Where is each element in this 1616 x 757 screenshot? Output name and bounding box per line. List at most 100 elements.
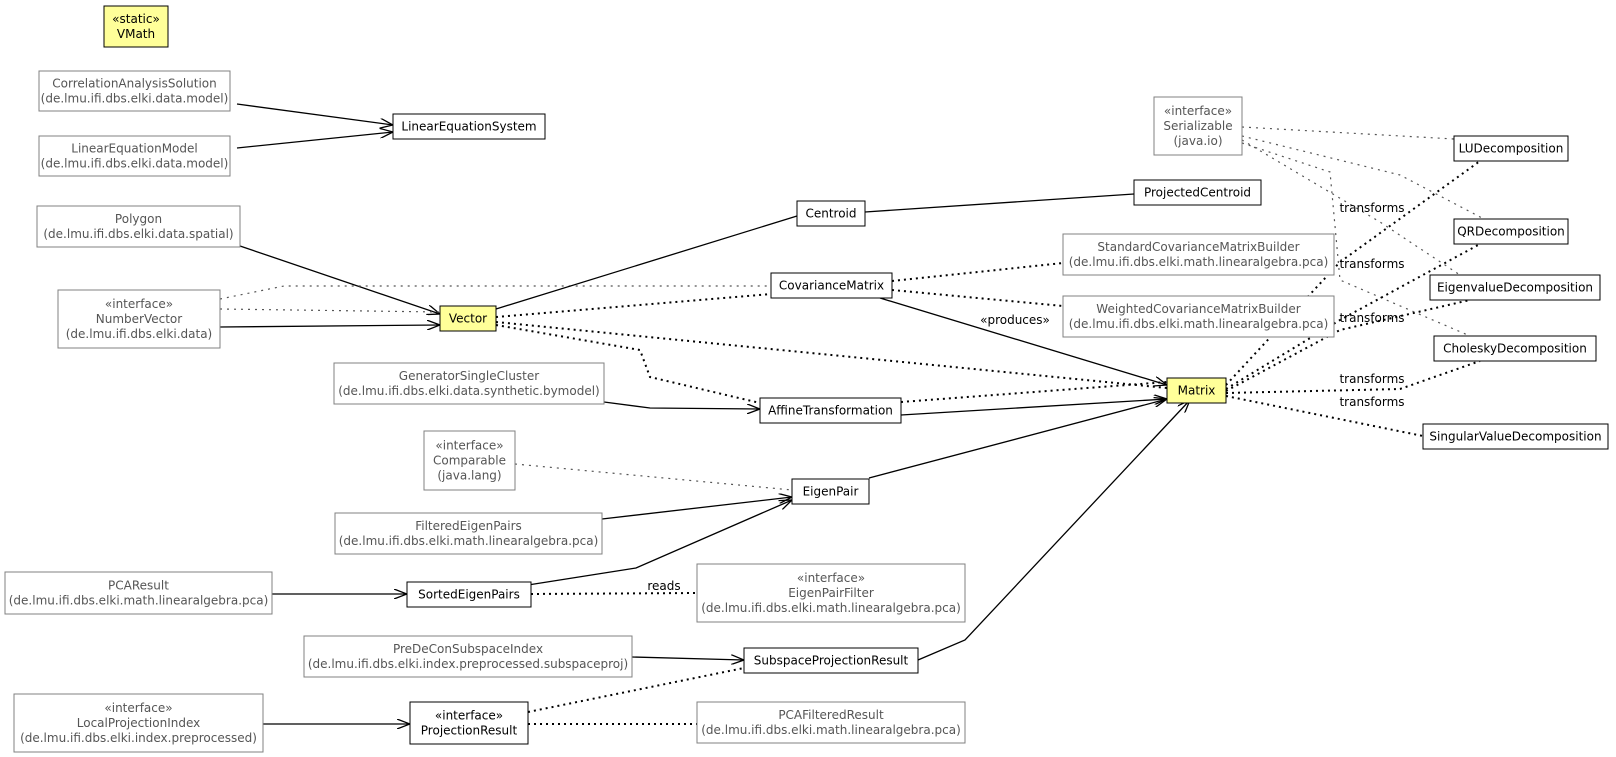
class-node-text: LinearEquationSystem [401,120,536,134]
class-box [1166,377,1227,404]
edge-2 [239,245,440,314]
class-node-text: (de.lmu.ifi.dbs.elki.data.model) [41,92,229,106]
class-node-serializable[interactable]: «interface»Serializable(java.io) [1153,96,1243,156]
class-node-vector[interactable]: Vector [439,305,497,332]
class-node-matrix[interactable]: Matrix [1166,377,1227,404]
class-node-text: (de.lmu.ifi.dbs.elki.math.linearalgebra.… [9,594,269,608]
class-node-text: WeightedCovarianceMatrixBuilder [1096,302,1300,316]
class-node-covmatrix[interactable]: CovarianceMatrix [770,272,893,299]
edge-label-transforms: transforms [1339,311,1404,325]
class-box [770,272,893,299]
class-node-text: (de.lmu.ifi.dbs.elki.math.linearalgebra.… [701,723,961,737]
class-node-text: SingularValueDecomposition [1429,430,1601,444]
class-node-text: Centroid [805,207,856,221]
edge-3 [219,325,440,327]
class-box [13,693,264,753]
edge-19 [601,497,792,520]
class-node-qr[interactable]: QRDecomposition [1453,218,1569,245]
edge-23 [631,657,744,660]
class-node-lem[interactable]: LinearEquationModel(de.lmu.ifi.dbs.elki.… [38,135,231,177]
class-node-correlation[interactable]: CorrelationAnalysisSolution(de.lmu.ifi.d… [38,70,231,112]
class-node-sorted[interactable]: SortedEigenPairs [406,581,532,608]
class-box [1429,274,1601,301]
class-node-filtered[interactable]: FilteredEigenPairs(de.lmu.ifi.dbs.elki.m… [334,512,603,555]
edge-7 [864,193,1135,213]
edge-label-transforms: transforms [1339,257,1404,271]
class-node-text: «interface» [1164,104,1232,118]
edges-layer [219,103,1485,724]
class-node-text: LocalProjectionIndex [77,716,200,730]
class-node-wcov[interactable]: WeightedCovarianceMatrixBuilder(de.lmu.i… [1062,295,1335,338]
edge-label-produces: «produces» [980,313,1050,327]
class-node-predecon[interactable]: PreDeConSubspaceIndex(de.lmu.ifi.dbs.elk… [303,635,633,678]
edge-33 [1225,243,1481,390]
edge-5 [219,308,441,313]
edge-9 [495,321,1168,389]
class-node-vmath[interactable]: «static»VMath [103,5,169,48]
class-box [1153,96,1243,156]
class-node-centroid[interactable]: Centroid [796,200,866,227]
class-box [743,647,919,674]
class-box [334,512,603,555]
class-node-gensingle[interactable]: GeneratorSingleCluster(de.lmu.ifi.dbs.el… [333,362,605,405]
edge-label-transforms: transforms [1339,201,1404,215]
class-node-text: (de.lmu.ifi.dbs.elki.index.preprocessed.… [308,657,628,671]
class-box [1422,423,1609,450]
class-node-text: VMath [117,27,155,41]
edge-0 [236,103,393,125]
edge-14 [603,401,760,409]
class-node-eigenpair[interactable]: EigenPair [791,478,870,505]
edge-12 [891,289,1064,307]
class-box [423,430,516,491]
class-box [38,70,231,112]
class-node-text: (de.lmu.ifi.dbs.elki.math.linearalgebra.… [701,601,961,615]
class-node-affine[interactable]: AffineTransformation [759,397,902,424]
class-node-pcaresult[interactable]: PCAResult(de.lmu.ifi.dbs.elki.math.linea… [4,571,273,615]
class-box [333,362,605,405]
class-node-text: PCAResult [108,579,169,593]
class-node-text: (de.lmu.ifi.dbs.elki.data.synthetic.bymo… [338,384,599,398]
class-box [36,205,241,248]
class-node-svd[interactable]: SingularValueDecomposition [1422,423,1609,450]
edge-29 [1241,135,1485,220]
class-node-subspace[interactable]: SubspaceProjectionResult [743,647,919,674]
class-node-eigen[interactable]: EigenvalueDecomposition [1429,274,1601,301]
edge-18 [868,399,1167,479]
class-node-text: (de.lmu.ifi.dbs.elki.data) [66,327,212,341]
class-node-text: «interface» [104,701,172,715]
edge-8 [495,293,772,318]
class-node-numbervector[interactable]: «interface»NumberVector(de.lmu.ifi.dbs.e… [57,289,221,349]
class-node-les[interactable]: LinearEquationSystem [392,113,546,140]
class-node-polygon[interactable]: Polygon(de.lmu.ifi.dbs.elki.data.spatial… [36,205,241,248]
class-node-lpi[interactable]: «interface»LocalProjectionIndex(de.lmu.i… [13,693,264,753]
class-node-text: EigenPair [803,485,859,499]
class-node-projcentroid[interactable]: ProjectedCentroid [1133,179,1262,206]
nodes-layer: «static»VMathCorrelationAnalysisSolution… [4,5,1609,753]
edge-30 [1241,139,1461,276]
class-node-projresult[interactable]: «interface»ProjectionResult [409,701,529,745]
class-box [103,5,169,48]
class-node-text: Polygon [115,212,162,226]
class-node-text: Vector [449,312,487,326]
class-node-filter[interactable]: «interface»EigenPairFilter(de.lmu.ifi.db… [696,563,966,623]
class-box [696,701,966,744]
edge-6 [495,215,798,310]
class-node-lu[interactable]: LUDecomposition [1453,135,1569,162]
class-node-text: CorrelationAnalysisSolution [52,77,217,91]
class-node-cholesky[interactable]: CholeskyDecomposition [1433,335,1597,362]
class-box [1433,335,1597,362]
class-node-text: StandardCovarianceMatrixBuilder [1097,240,1299,254]
class-node-stdcov[interactable]: StandardCovarianceMatrixBuilder(de.lmu.i… [1062,233,1335,276]
edge-labels-layer: «produces» transforms transforms transforms… [647,201,1404,593]
class-node-text: Comparable [433,454,506,468]
class-node-text: (de.lmu.ifi.dbs.elki.data.spatial) [43,227,233,241]
class-node-text: «interface» [105,297,173,311]
class-node-text: ProjectionResult [421,724,518,738]
class-box [409,701,529,745]
class-node-comparable[interactable]: «interface»Comparable(java.lang) [423,430,516,491]
class-node-text: Matrix [1178,384,1216,398]
class-node-text: «static» [112,12,160,26]
class-box [57,289,221,349]
class-node-pcafiltered[interactable]: PCAFilteredResult(de.lmu.ifi.dbs.elki.ma… [696,701,966,744]
class-box [759,397,902,424]
